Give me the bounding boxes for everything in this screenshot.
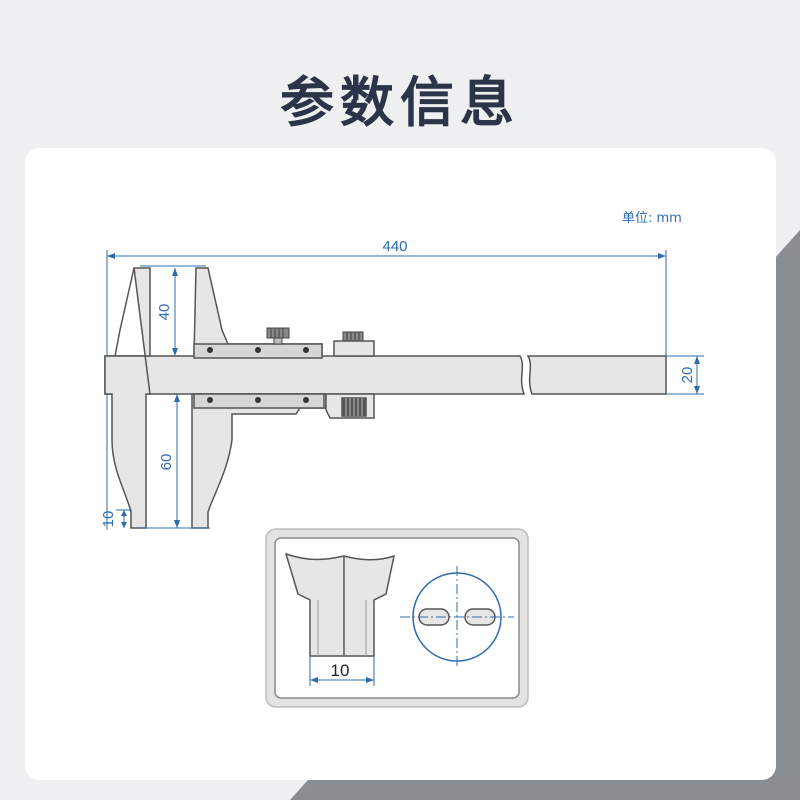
slider-screws — [207, 347, 309, 403]
detail-jaw-tips — [284, 552, 396, 657]
dim-label-tip-detail: 10 — [331, 661, 350, 680]
unit-label: 单位: mm — [622, 211, 682, 226]
dim-label-lower-jaw: 60 — [158, 454, 175, 471]
dimension-beam-height — [666, 355, 704, 395]
page-title: 参数信息 — [280, 71, 520, 134]
caliper-beam — [104, 355, 667, 395]
dim-label-total: 440 — [382, 238, 407, 255]
adjust-knob-right — [342, 331, 364, 342]
dim-label-beam-height: 20 — [679, 367, 696, 384]
fine-adjust-block — [325, 340, 375, 419]
dimension-upper-jaw — [140, 265, 206, 356]
dim-label-tip-small: 10 — [100, 511, 117, 528]
dim-label-upper-jaw: 40 — [156, 304, 173, 321]
dimension-total-length — [106, 250, 667, 530]
dimension-tip-small — [116, 509, 132, 528]
adjust-knob-left — [266, 327, 290, 345]
dimension-tip-detail — [309, 656, 375, 686]
dimension-lower-jaw — [140, 394, 210, 529]
fixed-jaw — [104, 267, 151, 529]
detail-cross-section — [400, 566, 514, 668]
